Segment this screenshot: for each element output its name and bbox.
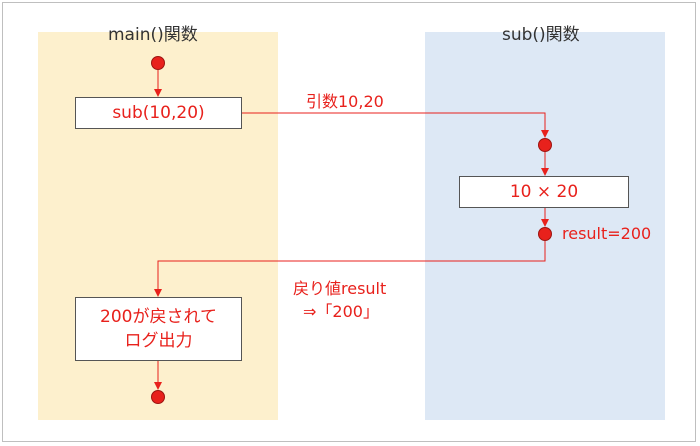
call-to-sub-arrow — [242, 112, 549, 138]
call-sub-box: sub(10,20) — [75, 97, 242, 129]
multiply-box: 10 × 20 — [459, 176, 629, 208]
sub-lane-title: sub()関数 — [502, 25, 580, 45]
sub-entry-node — [538, 138, 552, 152]
sub-result-node — [538, 227, 552, 241]
main-end-node — [151, 390, 165, 404]
log-output-line1: 200が戻されて — [100, 307, 217, 327]
args-label: 引数10,20 — [306, 92, 384, 111]
multiply-text: 10 × 20 — [509, 182, 579, 202]
main-lane-title: main()関数 — [108, 25, 198, 45]
main-start-node — [151, 56, 165, 70]
log-output-box: 200が戻されて ログ出力 — [75, 297, 242, 361]
result-label: result=200 — [562, 224, 652, 243]
return-to-main-arrow — [154, 241, 546, 297]
return-value-label: 戻り値result — [293, 279, 387, 298]
log-output-line2: ログ出力 — [124, 331, 193, 351]
return-value-detail-label: ⇒「200」 — [303, 302, 379, 321]
call-sub-text: sub(10,20) — [112, 103, 205, 123]
